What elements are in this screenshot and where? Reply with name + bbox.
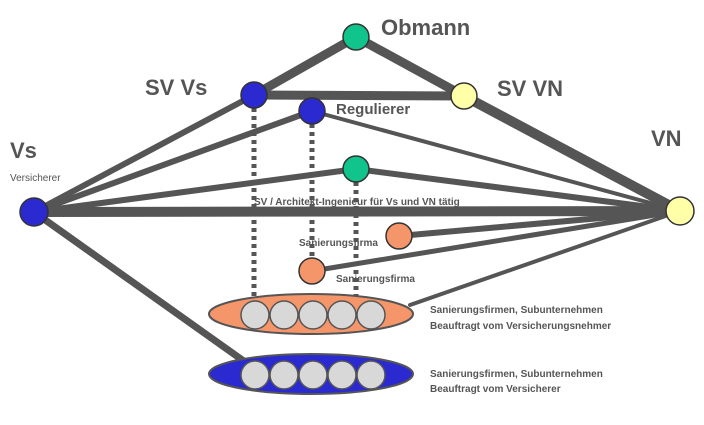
label-vn-group-line2: Beauftragt vom Versicherungsnehmer: [430, 321, 611, 332]
edge-svvn-vn: [459, 91, 685, 216]
edge-regulierer-vn: [310, 109, 682, 213]
edge-svvs-svvn: [249, 90, 469, 101]
edge-ingenieur-vn: [353, 166, 683, 214]
edge-vs-group: [30, 208, 259, 373]
label-sv-vs: SV Vs: [145, 75, 207, 100]
edge-vs-ingenieur: [31, 166, 359, 215]
node-sv-vs: [240, 81, 268, 109]
vn-group-member: [240, 300, 270, 330]
vn-group-member: [356, 300, 386, 330]
node-ingenieur: [342, 155, 370, 183]
node-regulierer: [298, 97, 326, 125]
node-vs: [19, 197, 49, 227]
label-vs: Vs: [10, 138, 37, 163]
node-sanierungsfirma-2: [298, 257, 326, 285]
label-vn-group-line1: Sanierungsfirmen, Subunternehmen: [430, 305, 603, 316]
label-regulierer: Regulierer: [336, 101, 410, 118]
node-sanierungsfirma-1: [385, 222, 413, 250]
vs-group-member: [240, 360, 270, 390]
label-versicherer: Versicherer: [10, 173, 61, 184]
vn-group-member: [298, 300, 328, 330]
vn-group: [208, 293, 414, 335]
vn-group-member: [269, 300, 299, 330]
edge-vs-svvs: [31, 92, 257, 215]
edge-sanierung1-vn: [396, 208, 683, 239]
vs-group-member: [327, 360, 357, 390]
node-sv-vn: [450, 82, 478, 110]
vs-group-member: [298, 360, 328, 390]
label-obmann: Obmann: [381, 15, 470, 40]
label-vs-group-line1: Sanierungsfirmen, Subunternehmen: [430, 369, 603, 380]
label-sanierungsfirma-1: Sanierungsfirma: [299, 238, 378, 249]
node-vn: [665, 196, 695, 226]
label-sv-vn: SV VN: [497, 76, 563, 101]
node-obmann: [342, 23, 370, 51]
vn-group-member: [327, 300, 357, 330]
edge-obmann-svvn: [351, 32, 469, 101]
edge-svvs-obmann: [249, 32, 361, 100]
edge-group-vn: [408, 209, 682, 307]
edge-sanierung2-vn: [309, 208, 683, 274]
label-vn: VN: [651, 126, 682, 151]
label-vs-group-line2: Beauftragt vom Versicherer: [430, 384, 561, 395]
label-ingenieur: SV / Architekt-Ingenieur für Vs und VN t…: [254, 197, 460, 208]
edge-vs-vn: [29, 206, 685, 217]
label-sanierungsfirma-2: Sanierungsfirma: [336, 274, 415, 285]
vs-group-member: [269, 360, 299, 390]
vs-group: [208, 353, 414, 395]
edge-vs-regulierer: [31, 108, 315, 215]
vs-group-member: [356, 360, 386, 390]
